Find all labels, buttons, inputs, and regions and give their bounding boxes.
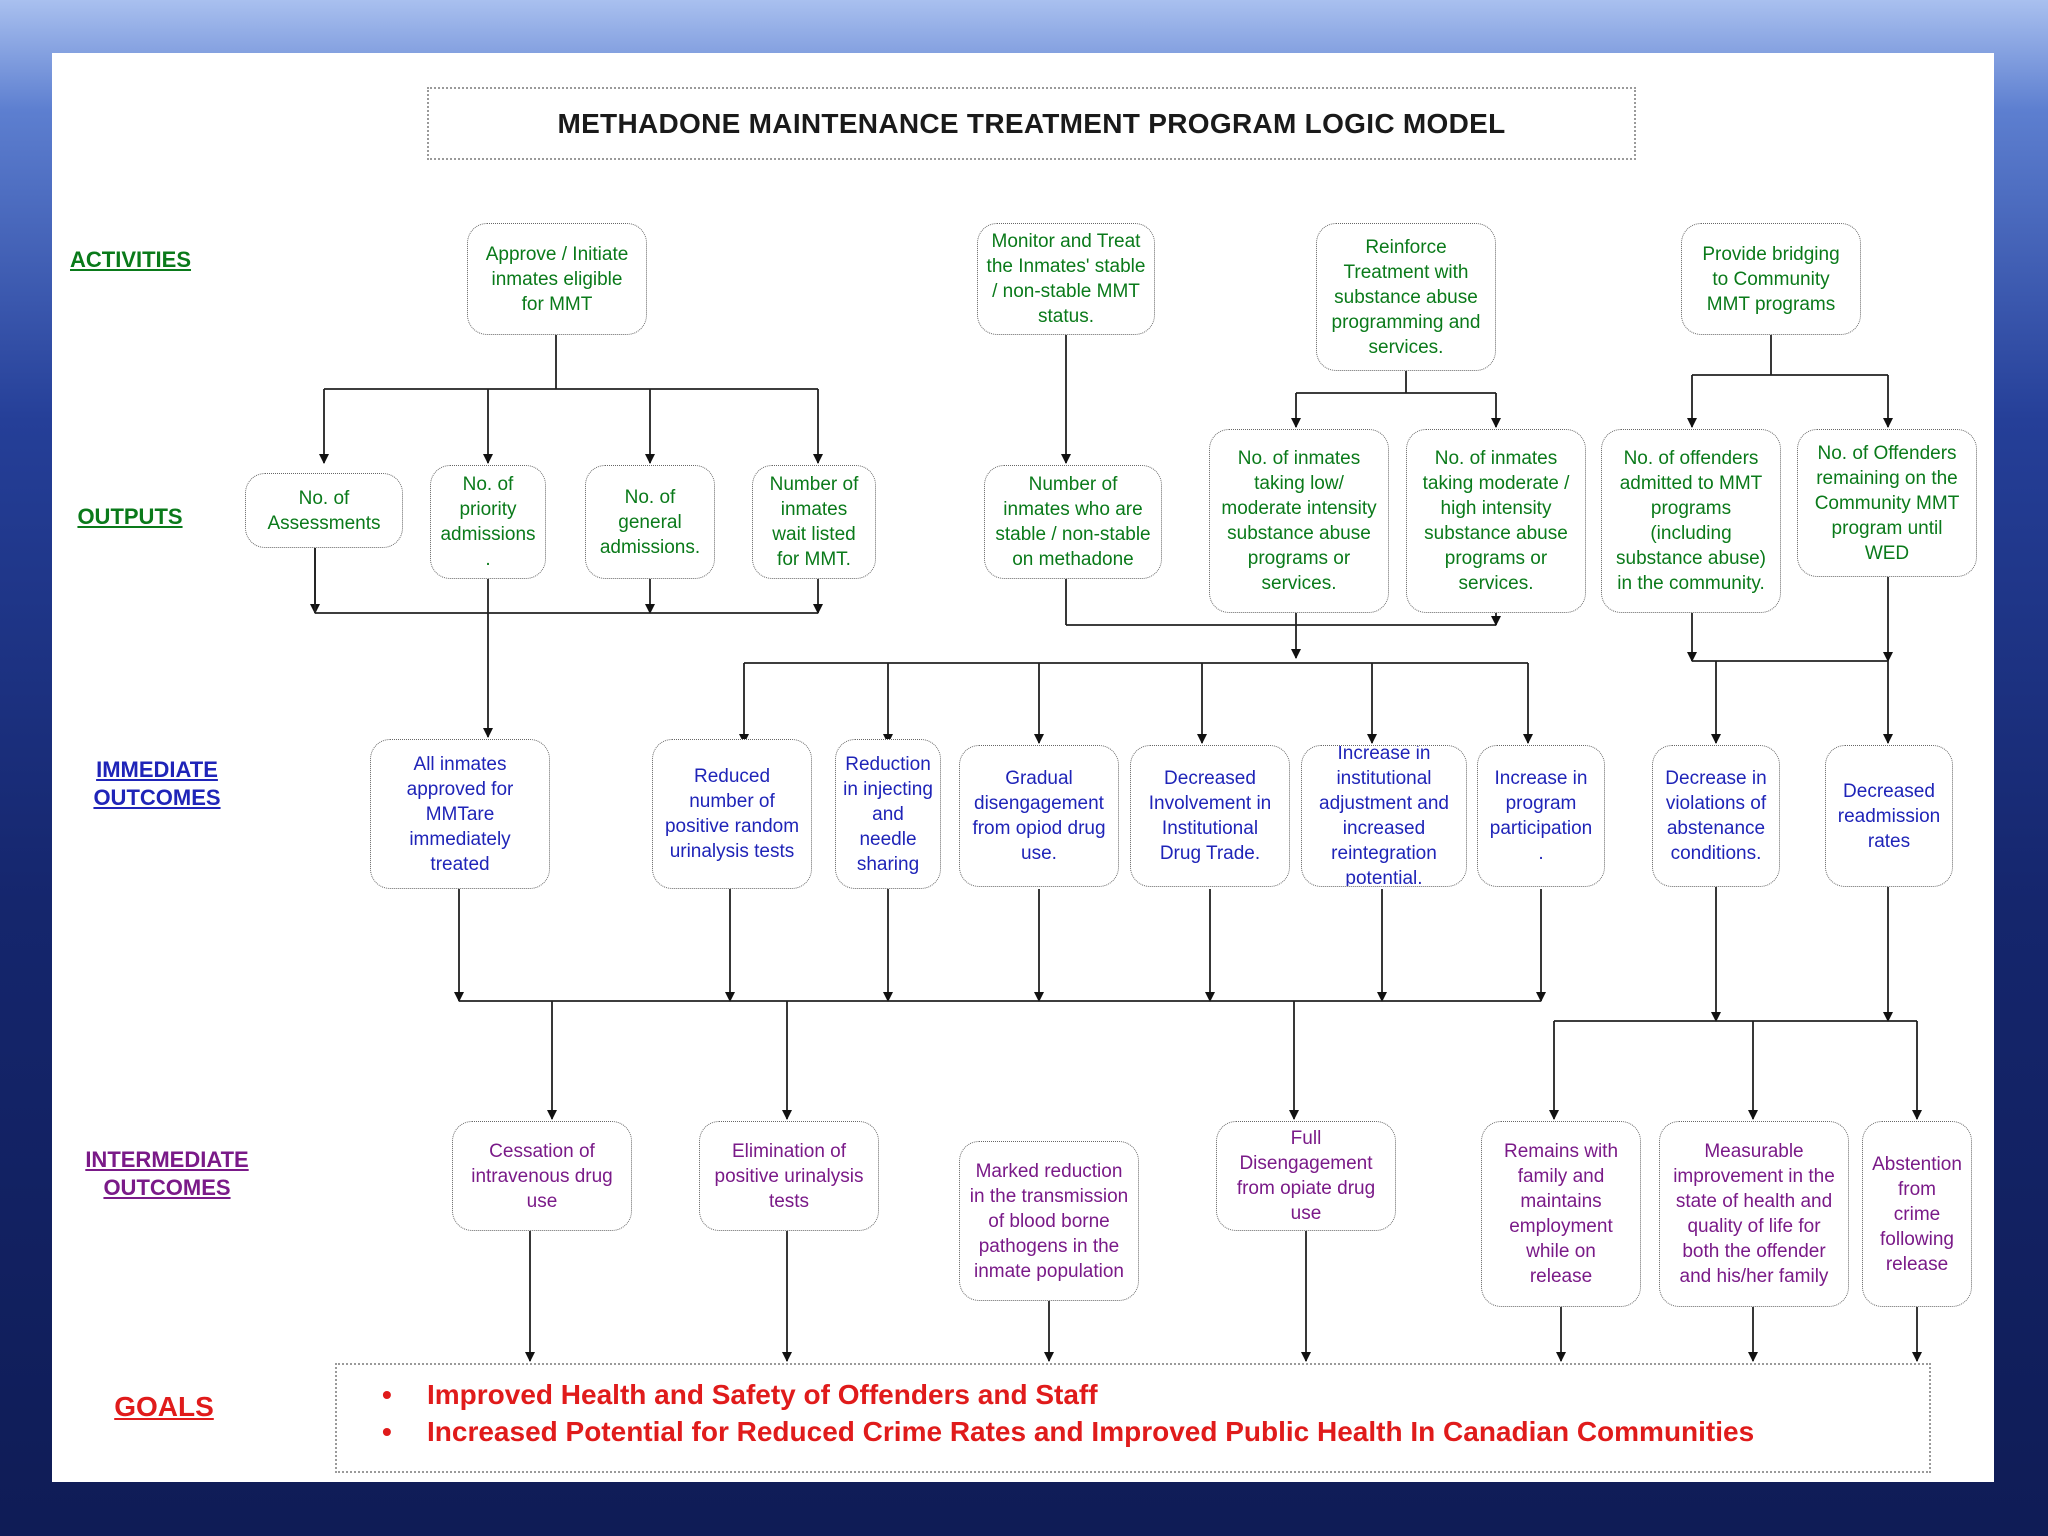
intermediate-outcome-node: Remains with family and maintains employ… xyxy=(1481,1121,1641,1307)
output-node: No. of priority admissions . xyxy=(430,465,546,579)
intermediate-outcome-node: Measurable improvement in the state of h… xyxy=(1659,1121,1849,1307)
immediate-outcome-node: Increase in program participation . xyxy=(1477,745,1605,887)
connector-arrows xyxy=(310,335,1922,1362)
immediate-outcome-node: Decreased Involvement in Institutional D… xyxy=(1130,745,1290,887)
intermediate-outcome-node: Marked reduction in the transmission of … xyxy=(959,1141,1139,1301)
row-label-goals: GOALS xyxy=(114,1391,214,1422)
slide: METHADONE MAINTENANCE TREATMENT PROGRAM … xyxy=(52,53,1994,1482)
bullet-icon: • xyxy=(382,1379,392,1410)
output-node: Number of inmates who are stable / non-s… xyxy=(984,465,1162,579)
intermediate-outcome-node: Full Disengagement from opiate drug use xyxy=(1216,1121,1396,1231)
immediate-outcome-node: Decreased readmission rates xyxy=(1825,745,1953,887)
bullet-icon: • xyxy=(382,1416,392,1447)
immediate-outcome-node: Increase in institutional adjustment and… xyxy=(1301,745,1467,887)
goal-text: Increased Potential for Reduced Crime Ra… xyxy=(427,1416,1755,1447)
intermediate-outcome-node: Cessation of intravenous drug use xyxy=(452,1121,632,1231)
immediate-outcome-node: Reduction in injecting and needle sharin… xyxy=(835,739,941,889)
immediate-outcome-node: All inmates approved for MMTare immediat… xyxy=(370,739,550,889)
output-node: No. of offenders admitted to MMT program… xyxy=(1601,429,1781,613)
goal-text: Improved Health and Safety of Offenders … xyxy=(427,1379,1098,1410)
diagram-title: METHADONE MAINTENANCE TREATMENT PROGRAM … xyxy=(427,87,1636,160)
intermediate-outcome-node: Abstention from crime following release xyxy=(1862,1121,1972,1307)
output-node: Number of inmates wait listed for MMT. xyxy=(752,465,876,579)
intermediate-outcome-node: Elimination of positive urinalysis tests xyxy=(699,1121,879,1231)
output-node: No. of inmates taking moderate / high in… xyxy=(1406,429,1586,613)
row-label-activities: ACTIVITIES xyxy=(70,247,192,272)
activity-node: Approve / Initiate inmates eligible for … xyxy=(467,223,647,335)
immediate-outcome-node: Gradual disengagement from opiod drug us… xyxy=(959,745,1119,887)
activity-node: Provide bridging to Community MMT progra… xyxy=(1681,223,1861,335)
output-node: No. of general admissions. xyxy=(585,465,715,579)
activity-node: Monitor and Treat the Inmates' stable / … xyxy=(977,223,1155,335)
immediate-outcome-node: Reduced number of positive random urinal… xyxy=(652,739,812,889)
immediate-outcome-node: Decrease in violations of abstenance con… xyxy=(1652,745,1780,887)
activity-node: Reinforce Treatment with substance abuse… xyxy=(1316,223,1496,371)
output-node: No. of inmates taking low/ moderate inte… xyxy=(1209,429,1389,613)
goals-box: • Improved Health and Safety of Offender… xyxy=(335,1363,1931,1473)
output-node: No. of Offenders remaining on the Commun… xyxy=(1797,429,1977,577)
output-node: No. of Assessments xyxy=(245,473,403,548)
row-label-outputs: OUTPUTS xyxy=(77,504,183,529)
